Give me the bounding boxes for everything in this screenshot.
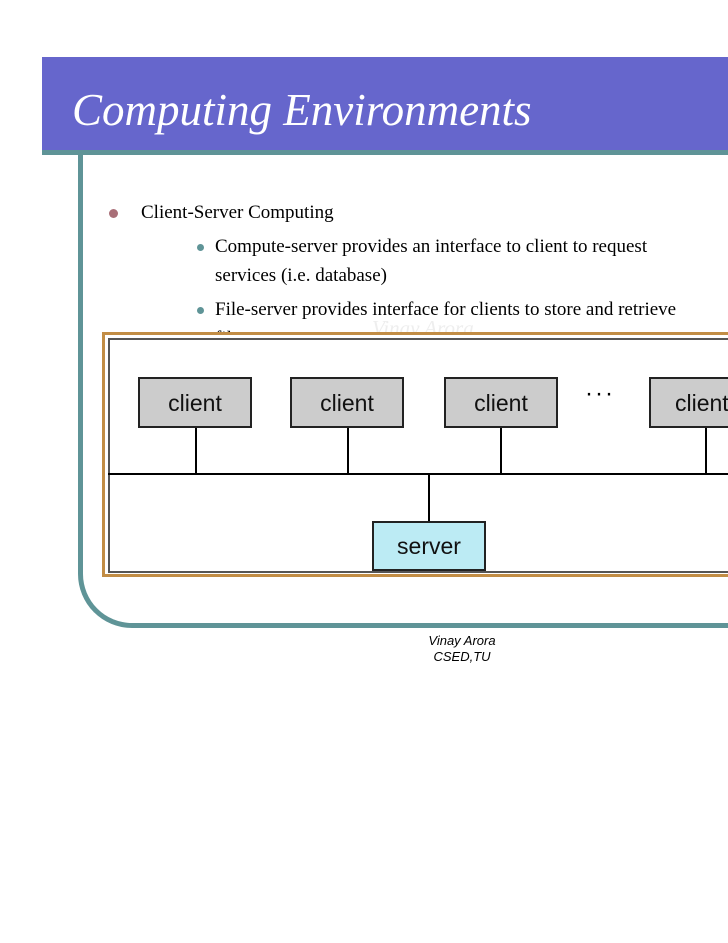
bullet-dot-level-1 [109, 209, 118, 218]
client-box-1: client [138, 377, 252, 428]
client-connector-3 [500, 428, 502, 474]
bullet-dot-compute-server [197, 244, 204, 251]
more-clients-ellipsis: ··· [585, 380, 615, 407]
client-connector-1 [195, 428, 197, 474]
footer-department: CSED,TU [433, 649, 491, 664]
footer-author: Vinay Arora [428, 633, 496, 648]
client-box-3: client [444, 377, 558, 428]
server-connector [428, 473, 430, 521]
title-band [42, 57, 728, 155]
footer: Vinay Arora CSED,TU [402, 633, 522, 665]
client-connector-2 [347, 428, 349, 474]
client-connector-4 [705, 428, 707, 474]
bullet-dot-file-server [197, 307, 204, 314]
slide-frame-curve [78, 110, 728, 628]
network-bus [108, 473, 728, 475]
server-box: server [372, 521, 486, 571]
bullet-client-server-computing: Client-Server Computing [141, 202, 334, 223]
client-box-4: client [649, 377, 728, 428]
compute-server-line-2: services (i.e. database) [215, 265, 387, 286]
file-server-line-1: File-server provides interface for clien… [215, 299, 677, 320]
compute-server-line-1: Compute-server provides an interface to … [215, 236, 648, 257]
slide-title: Computing Environments [72, 85, 532, 135]
client-box-2: client [290, 377, 404, 428]
bullet-list: Client-Server Computing Compute-server p… [0, 0, 728, 360]
